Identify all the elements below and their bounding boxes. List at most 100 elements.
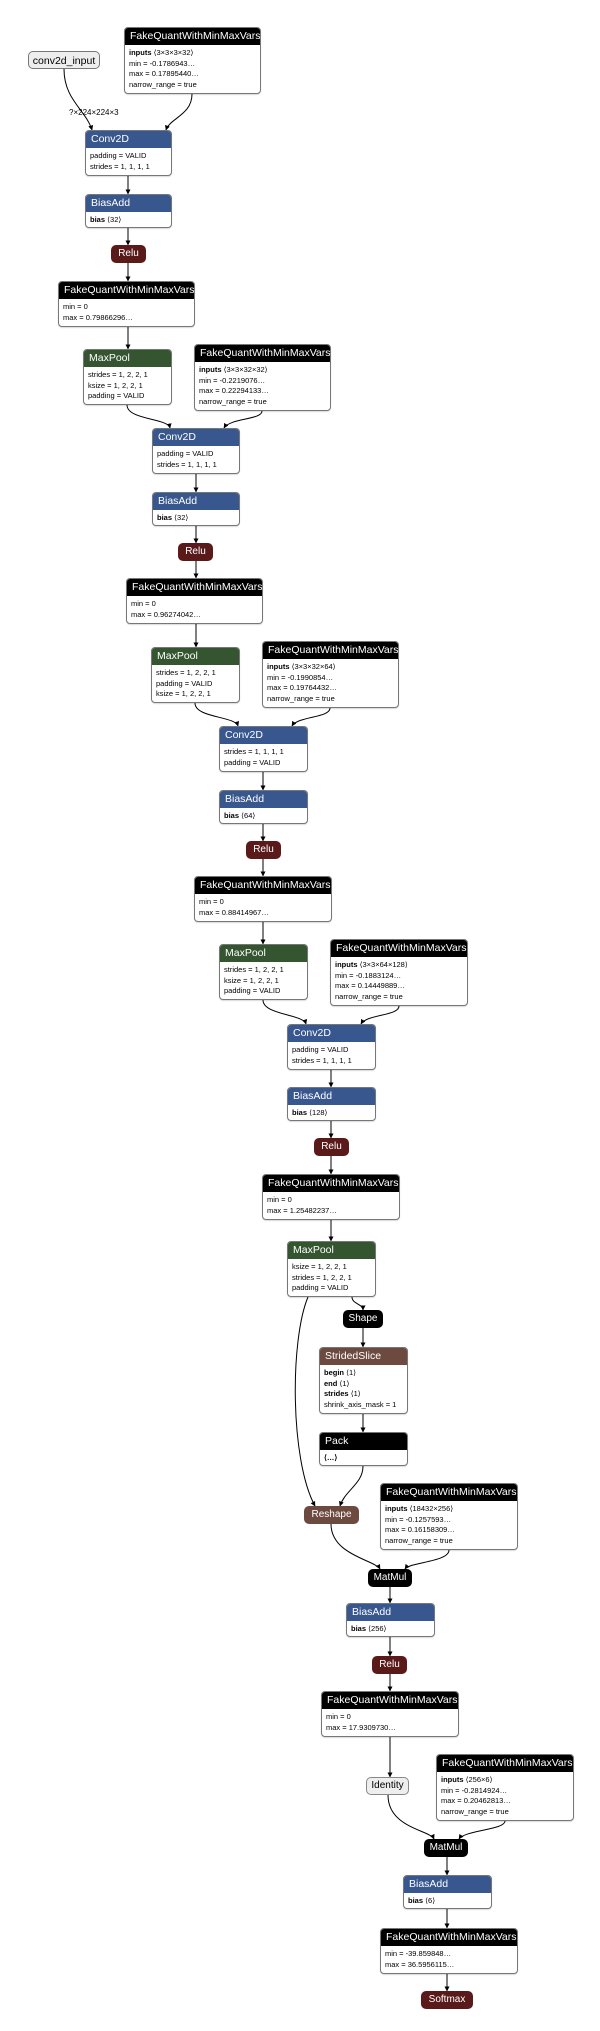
node-attribute-row: narrow_range = true (199, 396, 267, 406)
node-attribute-row: narrow_range = true (441, 1806, 509, 1816)
softmax-node[interactable]: Softmax (421, 1991, 473, 2009)
node-attribute-row: narrow_range = true (335, 991, 403, 1001)
node-attribute-row: min = -0.2219076… (199, 375, 266, 385)
node-attribute-row: min = -0.1883124… (335, 970, 402, 980)
attribute-value: ⟨64⟩ (239, 811, 256, 820)
attribute-key: inputs (441, 1775, 464, 1784)
identity-node[interactable]: Identity (366, 1777, 409, 1795)
node-attribute-row: bias ⟨6⟩ (408, 1896, 487, 1907)
node-attribute-row: narrow_range = true (385, 1535, 453, 1545)
graph-edge (351, 1296, 366, 1311)
node-title: FakeQuantWithMinMaxVars (263, 642, 398, 659)
attribute-key: ⟨…⟩ (324, 1453, 338, 1462)
node-attributes: inputs ⟨3×3×64×128⟩min = -0.1883124…max … (331, 957, 467, 1004)
relu-node[interactable]: Relu (314, 1138, 349, 1156)
node-attribute-row: min = 0 (199, 897, 224, 906)
node-title: Conv2D (86, 131, 171, 148)
node-attributes: bias ⟨128⟩ (288, 1105, 375, 1120)
node-title: FakeQuantWithMinMaxVars (381, 1929, 517, 1946)
graph-input-node[interactable]: conv2d_input (28, 51, 100, 69)
node-title: FakeQuantWithMinMaxVars (263, 1175, 399, 1192)
node-attributes: inputs ⟨3×3×32×64⟩min = -0.1990854…max =… (263, 659, 398, 706)
node-attributes: inputs ⟨3×3×3×32⟩min = -0.1786943…max = … (125, 45, 260, 92)
mat-mul-node[interactable]: MatMul (424, 1839, 468, 1857)
relu-node[interactable]: Relu (246, 841, 281, 859)
shape-node[interactable]: Shape (343, 1310, 383, 1328)
node-attribute-row: strides = 1, 2, 2, 1 (224, 965, 284, 974)
attribute-key: bias (157, 513, 173, 522)
node-attribute-row: min = -0.1990854… (267, 672, 334, 682)
bias-add-node[interactable]: BiasAdd bias ⟨32⟩ (152, 492, 240, 526)
node-attributes: bias ⟨64⟩ (220, 808, 307, 823)
node-attribute-row: min = 0 (63, 302, 88, 311)
node-attribute-row: bias ⟨32⟩ (157, 513, 235, 524)
mat-mul-node[interactable]: MatMul (368, 1569, 412, 1587)
relu-node[interactable]: Relu (178, 543, 213, 561)
node-title: BiasAdd (153, 493, 239, 510)
node-title: FakeQuantWithMinMaxVars (437, 1755, 573, 1772)
node-attributes: inputs ⟨3×3×32×32⟩min = -0.2219076…max =… (195, 362, 330, 409)
pack-node[interactable]: Pack⟨…⟩ (319, 1432, 408, 1466)
graph-edge (165, 93, 193, 131)
node-attribute-row: strides = 1, 1, 1, 1 (292, 1055, 352, 1065)
node-attribute-row: inputs ⟨3×3×64×128⟩ (335, 960, 463, 971)
graph-edge (330, 1523, 381, 1570)
attribute-value: ⟨32⟩ (172, 513, 189, 522)
relu-node[interactable]: Relu (372, 1656, 407, 1674)
node-attribute-row: padding = VALID (224, 986, 281, 995)
attribute-value: ⟨3×3×64×128⟩ (357, 960, 408, 969)
attribute-value: ⟨1⟩ (348, 1389, 361, 1398)
node-attribute-row: max = 0.88414967… (199, 907, 269, 917)
attribute-key: end (324, 1378, 338, 1388)
attribute-value: ⟨128⟩ (307, 1108, 328, 1117)
node-attributes: min = -39.859848…max = 36.5956115… (381, 1946, 517, 1972)
node-attribute-row: max = 0.22294133… (199, 386, 269, 395)
node-attribute-row: bias ⟨32⟩ (90, 215, 167, 226)
node-title: Conv2D (220, 727, 307, 744)
node-attribute-row: ksize = 1, 2, 2, 1 (292, 1262, 347, 1271)
node-attributes: inputs ⟨18432×256⟩min = -0.1257593…max =… (381, 1501, 517, 1548)
graph-edge (262, 999, 308, 1025)
node-attribute-row: strides ⟨1⟩ (324, 1389, 403, 1400)
attribute-value: ⟨3×3×32×64⟩ (289, 662, 336, 671)
relu-node[interactable]: Relu (111, 245, 146, 263)
node-title: MaxPool (152, 648, 239, 665)
reshape-node[interactable]: Reshape (304, 1506, 359, 1524)
node-attribute-row: narrow_range = true (129, 79, 197, 89)
attribute-key: bias (224, 811, 240, 820)
attribute-value: ⟨1⟩ (344, 1368, 357, 1377)
node-attributes: bias ⟨32⟩ (86, 212, 171, 227)
node-attribute-row: padding = VALID (292, 1283, 349, 1292)
